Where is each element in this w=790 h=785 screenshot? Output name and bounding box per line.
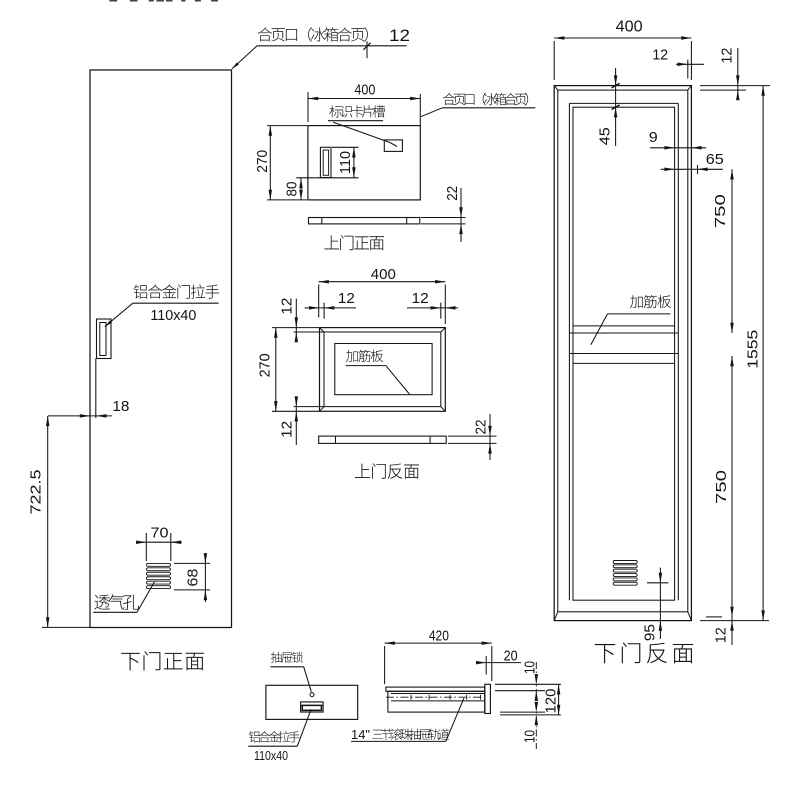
svg-text:70: 70 <box>151 524 169 541</box>
svg-text:750: 750 <box>712 194 729 228</box>
svg-text:18: 18 <box>112 398 129 415</box>
svg-text:45: 45 <box>597 127 614 145</box>
svg-text:14": 14" <box>351 728 370 742</box>
svg-text:400: 400 <box>371 266 396 283</box>
svg-text:12: 12 <box>278 421 295 438</box>
svg-text:12: 12 <box>652 47 668 64</box>
svg-text:400: 400 <box>354 82 375 99</box>
svg-text:12: 12 <box>713 627 730 643</box>
svg-text:1555: 1555 <box>745 330 762 369</box>
svg-text:750: 750 <box>713 470 730 504</box>
svg-text:20: 20 <box>504 647 518 664</box>
svg-text:270: 270 <box>257 353 274 377</box>
svg-text:65: 65 <box>706 151 724 168</box>
svg-text:80: 80 <box>284 182 301 197</box>
svg-text:400: 400 <box>616 19 643 36</box>
svg-text:12: 12 <box>389 27 410 45</box>
svg-text:22: 22 <box>473 420 490 435</box>
svg-text:12: 12 <box>412 290 429 307</box>
svg-text:95: 95 <box>642 624 659 641</box>
svg-text:420: 420 <box>429 628 449 645</box>
svg-text:270: 270 <box>254 150 271 173</box>
svg-text:22: 22 <box>444 186 461 201</box>
svg-text:12: 12 <box>719 48 736 64</box>
svg-text:12: 12 <box>278 298 295 315</box>
svg-text:110x40: 110x40 <box>254 749 288 763</box>
svg-text:110x40: 110x40 <box>150 308 196 324</box>
svg-text:9: 9 <box>649 129 658 146</box>
svg-text:120: 120 <box>542 689 559 714</box>
svg-text:10: 10 <box>522 730 539 743</box>
svg-text:110: 110 <box>337 151 354 174</box>
svg-text:68: 68 <box>185 569 202 587</box>
svg-text:10: 10 <box>522 661 539 674</box>
svg-text:722.5: 722.5 <box>28 470 45 515</box>
svg-text:12: 12 <box>338 290 355 307</box>
